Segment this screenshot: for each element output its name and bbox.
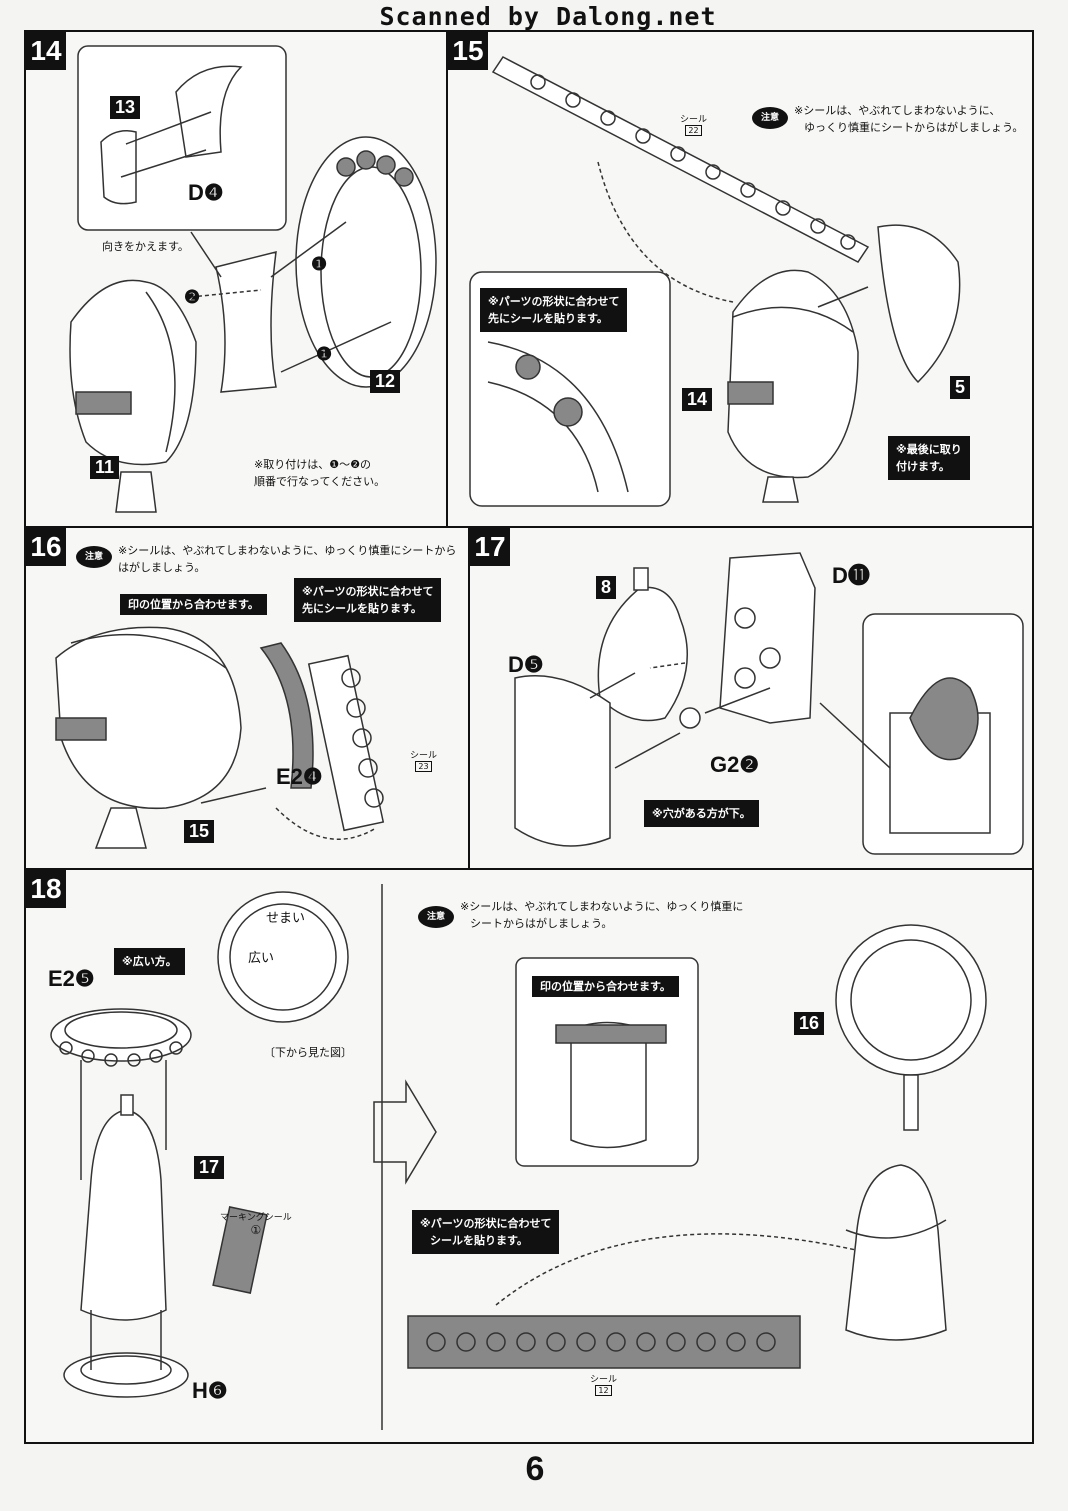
part-12-label: 12 xyxy=(370,370,401,393)
step-16-illustration xyxy=(55,626,385,849)
part-h6-label: H❻ xyxy=(192,1378,228,1403)
step-15-number: 15 xyxy=(448,32,488,70)
page-number: 6 xyxy=(525,1450,545,1488)
part-d4-label: D❹ xyxy=(188,180,224,205)
callout-line-2: 先にシールを貼ります。 xyxy=(302,602,422,615)
step-16-align-note: 印の位置から合わせます。 xyxy=(120,594,267,615)
caution-badge: 注意 xyxy=(418,906,454,928)
step-16-panel: 16 注意 ※シールは、やぶれてしまわないように、ゆっくり慎重にシートから はが… xyxy=(24,526,470,870)
last-line-2: 付けます。 xyxy=(896,460,950,473)
part-g22-label: G2❷ xyxy=(710,752,760,777)
assembly-order-1a: ❶ xyxy=(311,254,328,274)
order-note-line-1: ※取り付けは、❶～❷の xyxy=(254,458,371,471)
step-17-number: 17 xyxy=(470,528,510,566)
seal-label: シール xyxy=(590,1375,618,1385)
wide-side-callout: ※広い方。 xyxy=(114,948,185,975)
part-d11-label: D⓫ xyxy=(832,563,870,588)
callout-line-1: ※パーツの形状に合わせて xyxy=(488,295,620,308)
seal-22-caption: シール 22 xyxy=(680,112,707,136)
seal-23-caption: シール 23 xyxy=(410,748,437,772)
caution-line-1: ※シールは、やぶれてしまわないように、ゆっくり慎重に xyxy=(460,900,744,913)
caution-line-1: ※シールは、やぶれてしまわないように、ゆっくり慎重にシートから xyxy=(118,544,457,557)
caution-line-1: ※シールは、やぶれてしまわないように、 xyxy=(794,104,1001,117)
part-e24-label: E2❹ xyxy=(276,764,323,789)
step-16-caution-note: ※シールは、やぶれてしまわないように、ゆっくり慎重にシートから はがしましょう。 xyxy=(118,542,456,576)
scan-watermark: Scanned by Dalong.net xyxy=(379,2,717,31)
part-5-label: 5 xyxy=(950,376,971,399)
part-14-label: 14 xyxy=(682,388,713,411)
step-14-illustration xyxy=(69,45,437,513)
callout-line-1: ※パーツの形状に合わせて xyxy=(302,585,434,598)
caution-badge: 注意 xyxy=(752,107,788,129)
order-note-line-2: 順番で行なってください。 xyxy=(254,475,386,488)
step-18-align-note: 印の位置から合わせます。 xyxy=(532,976,679,997)
last-line-1: ※最後に取り xyxy=(896,443,962,456)
step-15-caution-note: ※シールは、やぶれてしまわないように、 ゆっくり慎重にシートからはがしましょう。 xyxy=(794,102,1023,136)
caution-badge: 注意 xyxy=(76,546,112,568)
seal-number-23: 23 xyxy=(415,761,432,772)
part-d5-label: D❺ xyxy=(508,652,544,677)
seal-number-22: 22 xyxy=(685,125,702,136)
marking-seal-label: マーキングシール xyxy=(220,1213,292,1223)
part-16-label: 16 xyxy=(794,1012,825,1035)
seal-number-12: 12 xyxy=(595,1385,612,1396)
marking-seal-caption: マーキングシール ① xyxy=(220,1210,292,1237)
step-18-shape-callout: ※パーツの形状に合わせて シールを貼ります。 xyxy=(412,1210,560,1254)
step-17-illustration xyxy=(514,552,1024,855)
seal-label: シール xyxy=(410,751,438,761)
part-17-label: 17 xyxy=(194,1156,225,1179)
assembly-order-1b: ❶ xyxy=(316,344,333,364)
part-8-label: 8 xyxy=(596,576,617,599)
hole-down-callout: ※穴がある方が下。 xyxy=(644,800,759,827)
step-18-illustration xyxy=(50,884,987,1430)
step-16-number: 16 xyxy=(26,528,66,566)
callout-line-2: 先にシールを貼ります。 xyxy=(488,312,608,325)
part-e25-label: E2❺ xyxy=(48,966,95,991)
marking-seal-number: ① xyxy=(250,1223,262,1237)
callout-line-2: シールを貼ります。 xyxy=(430,1234,528,1247)
caution-line-2: シートからはがしましょう。 xyxy=(470,917,613,930)
part-15-label: 15 xyxy=(184,820,215,843)
step-15-panel: 15 シール 22 注意 ※シールは、やぶれてしまわないように、 ゆっくり慎重に… xyxy=(446,30,1034,528)
assembly-order-2: ❷ xyxy=(184,287,201,307)
step-17-panel: 17 8 D⓫ D❺ G2❷ ※穴がある方が下。 xyxy=(468,526,1034,870)
narrow-label: せまい xyxy=(266,911,306,926)
step-18-caution-note: ※シールは、やぶれてしまわないように、ゆっくり慎重に シートからはがしましょう。 xyxy=(460,898,743,932)
step-18-number: 18 xyxy=(26,870,66,908)
step-15-last-callout: ※最後に取り 付けます。 xyxy=(888,436,970,480)
part-13-label: 13 xyxy=(110,96,141,119)
caution-line-2: ゆっくり慎重にシートからはがしましょう。 xyxy=(804,121,1024,134)
step-14-order-note: ※取り付けは、❶～❷の 順番で行なってください。 xyxy=(254,456,385,490)
part-11-label: 11 xyxy=(90,456,120,479)
step-14-panel: 14 13 D❹ 向きをかえます。 ❶ ❷ ❶ 12 11 ※取り付けは、❶～❷… xyxy=(24,30,448,528)
wide-label: 広い xyxy=(248,951,275,966)
caution-line-2: はがしましょう。 xyxy=(118,561,206,574)
step-14-turn-note: 向きをかえます。 xyxy=(102,240,189,253)
seal-label: シール xyxy=(680,115,708,125)
bottom-view-caption: 〔下から見た図〕 xyxy=(264,1046,352,1059)
step-14-number: 14 xyxy=(26,32,66,70)
step-15-shape-callout: ※パーツの形状に合わせて 先にシールを貼ります。 xyxy=(480,288,628,332)
step-16-shape-callout: ※パーツの形状に合わせて 先にシールを貼ります。 xyxy=(294,578,442,622)
callout-line-1: ※パーツの形状に合わせて xyxy=(420,1217,552,1230)
step-18-panel: 18 ※広い方。 E2❺ せまい 広い 〔下か xyxy=(24,868,1034,1444)
seal-12-caption: シール 12 xyxy=(590,1372,617,1396)
